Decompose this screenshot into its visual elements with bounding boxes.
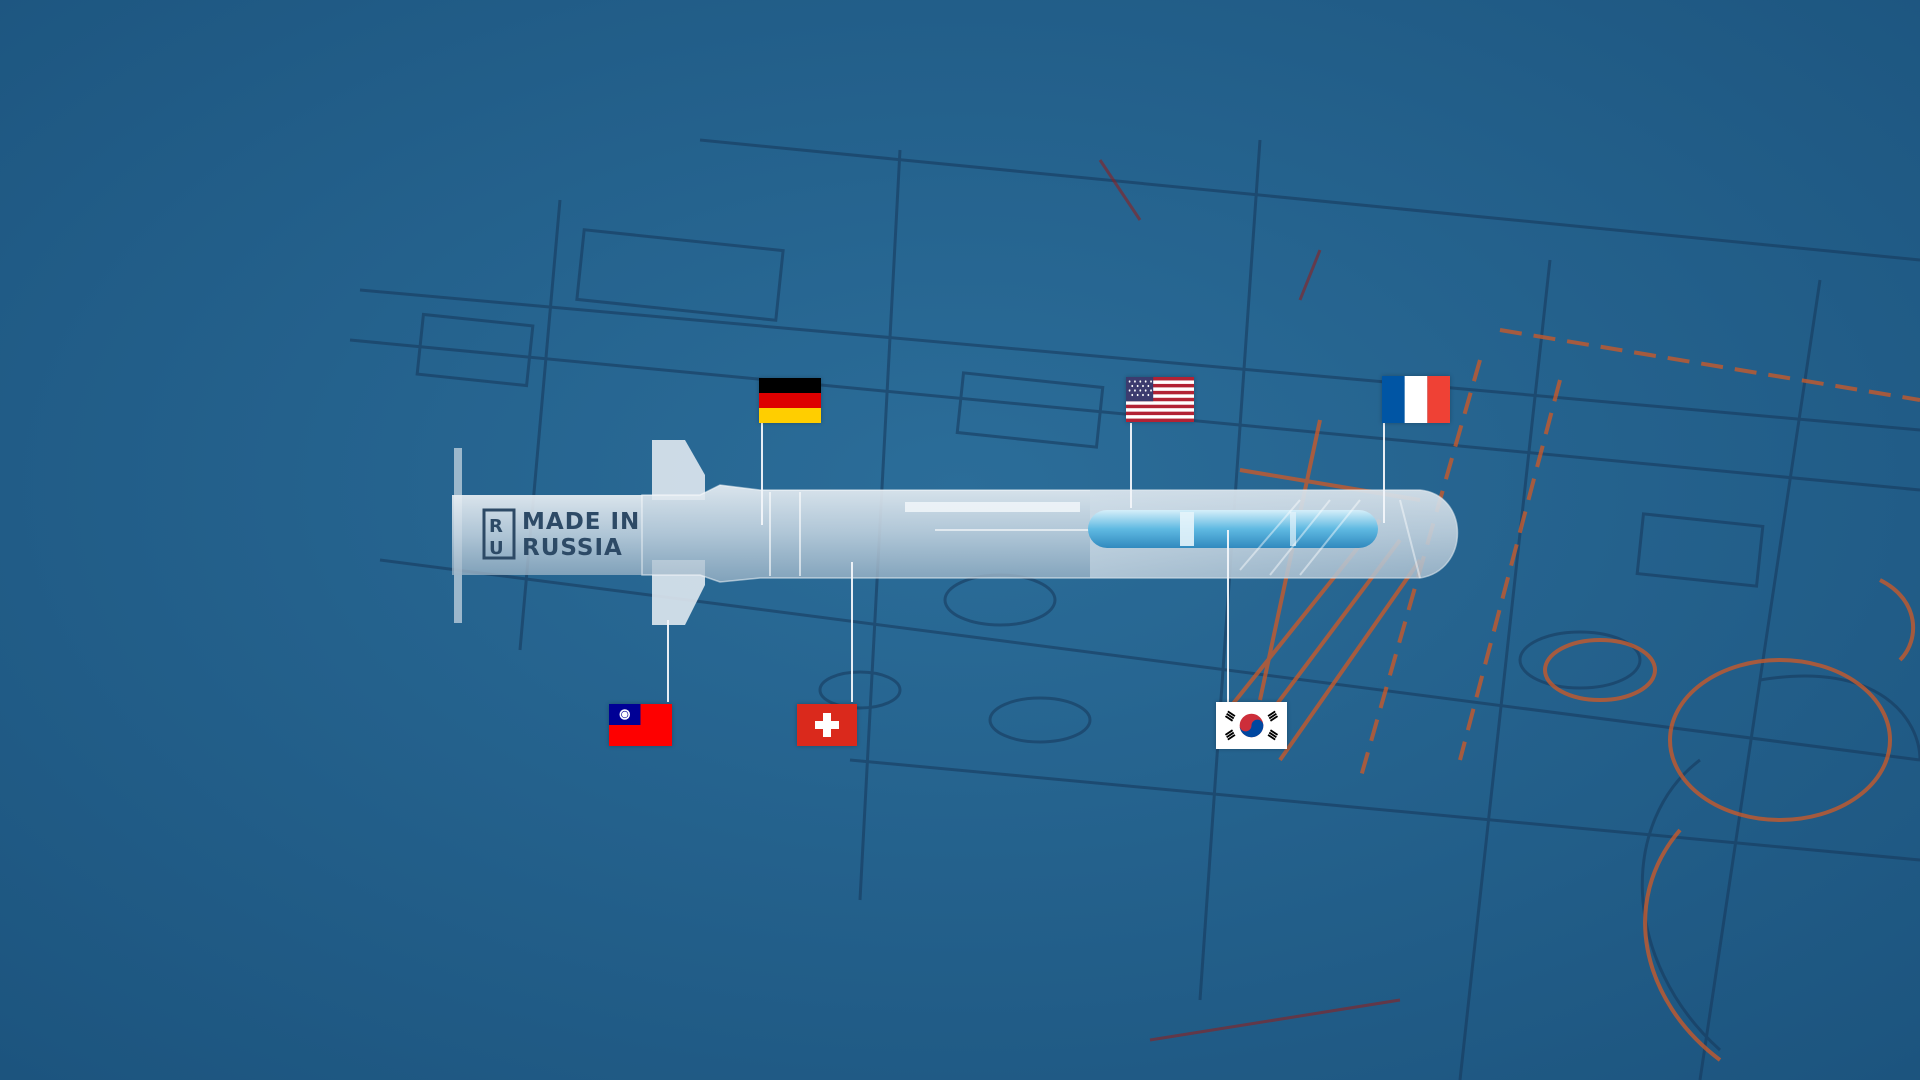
logo-line-2: RUSSIA xyxy=(522,535,623,561)
germany-flag-icon xyxy=(759,378,821,423)
usa-flag-icon xyxy=(1126,377,1194,422)
logo-text: MADE IN RUSSIA xyxy=(522,509,640,561)
logo-line-1: MADE IN xyxy=(522,509,641,535)
fin-lower xyxy=(652,560,705,625)
svg-text:U: U xyxy=(489,538,504,559)
france-flag-icon xyxy=(1382,376,1450,423)
switzerland-flag-icon xyxy=(797,704,857,746)
leader-usa xyxy=(1130,423,1132,508)
fin-upper xyxy=(652,440,705,500)
internal-rail xyxy=(905,502,1080,512)
leader-taiwan xyxy=(667,620,669,702)
leader-south-korea xyxy=(1227,530,1229,702)
taiwan-flag-icon xyxy=(609,704,672,746)
south-korea-flag-icon xyxy=(1216,702,1287,749)
leader-switzerland xyxy=(851,562,853,702)
fuel-tank xyxy=(1088,510,1378,548)
made-in-russia-logo: R U xyxy=(482,508,516,560)
svg-text:R: R xyxy=(489,516,503,537)
leader-germany xyxy=(761,422,763,525)
leader-france xyxy=(1383,423,1385,523)
ru-badge-icon xyxy=(482,508,516,560)
